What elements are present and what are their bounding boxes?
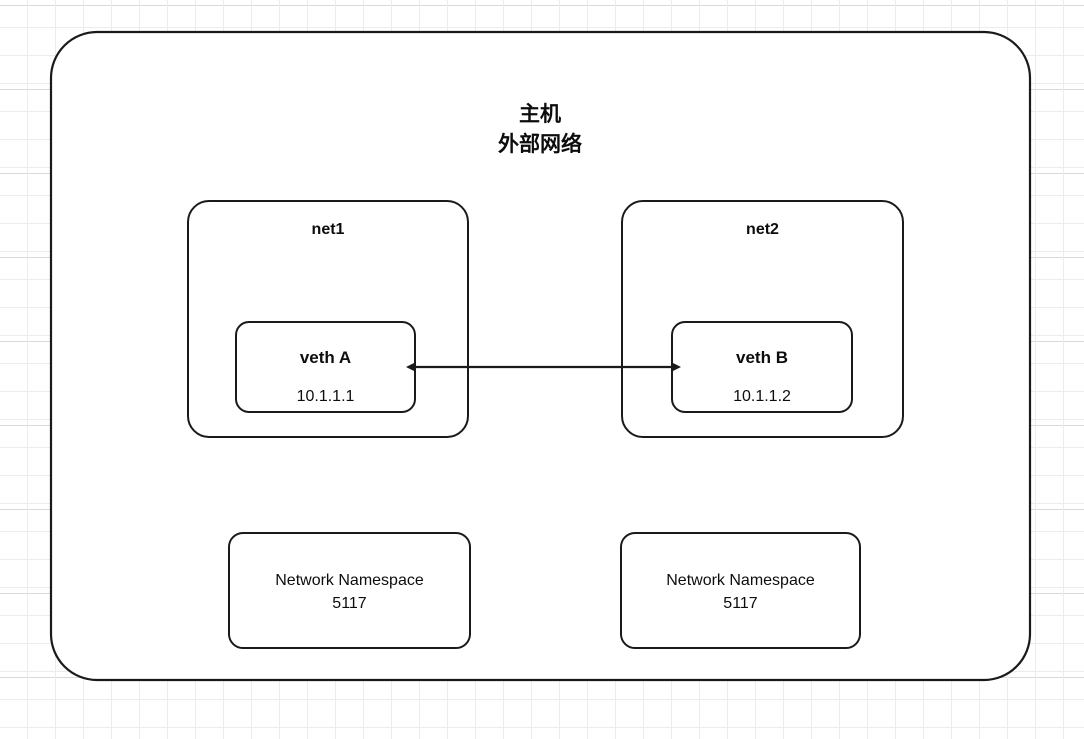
- namespace-right-line2: 5117: [723, 595, 758, 613]
- net1-label: net1: [311, 221, 345, 238]
- veth-b-ip: 10.1.1.2: [733, 388, 791, 405]
- namespace-right-text: Network Namespace 5117: [621, 569, 860, 615]
- namespace-box-right: [620, 532, 861, 649]
- net2-label: net2: [746, 221, 779, 238]
- namespace-left-line2: 5117: [332, 595, 367, 613]
- namespace-box-left: [228, 532, 471, 649]
- veth-a-ip: 10.1.1.1: [296, 388, 355, 405]
- host-title-line1: 主机: [519, 103, 561, 126]
- veth-b-name: veth B: [736, 348, 788, 367]
- host-title-line2: 外部网络: [498, 133, 582, 157]
- host-container: [49, 30, 1032, 682]
- veth-a-name: veth A: [299, 348, 352, 367]
- namespace-right-line1: Network Namespace: [666, 572, 815, 589]
- host-title: 主机 外部网络: [50, 100, 1030, 161]
- namespace-left-text: Network Namespace 5117: [229, 569, 470, 615]
- namespace-left-line1: Network Namespace: [275, 572, 424, 589]
